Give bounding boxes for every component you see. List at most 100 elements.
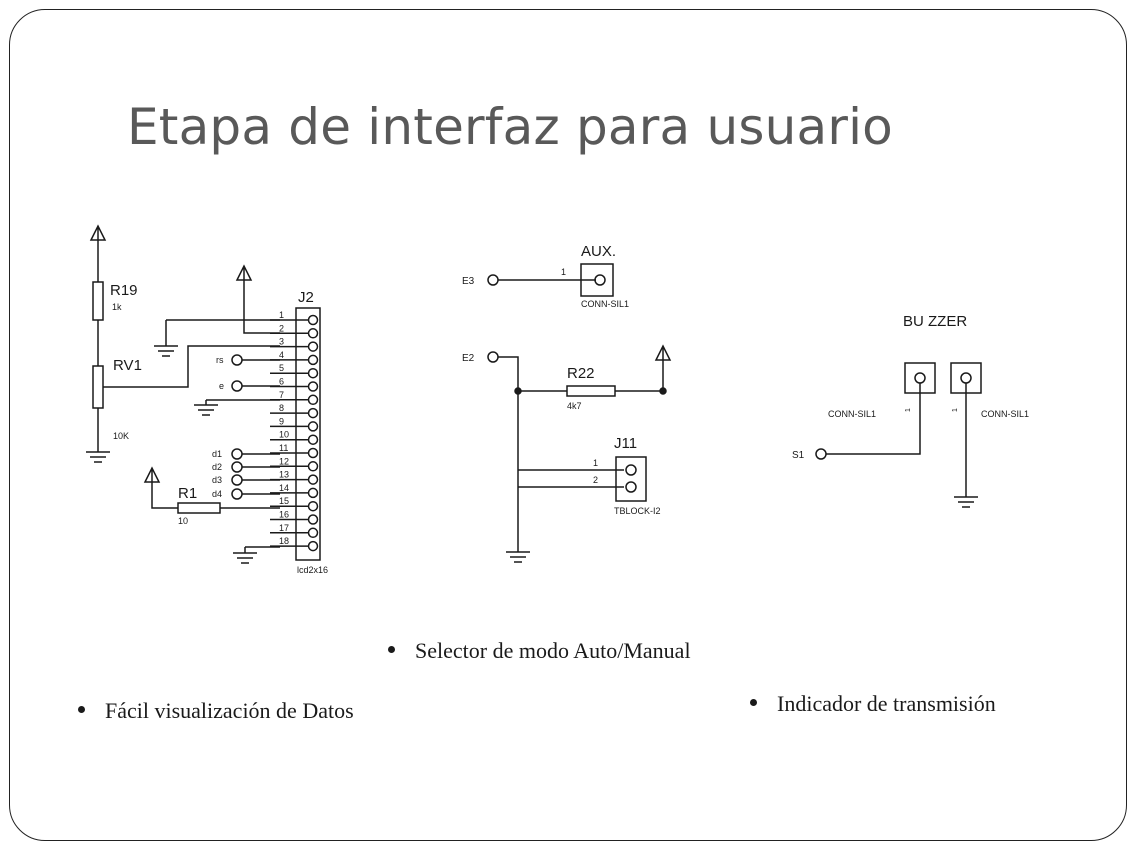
aux-pin: 1 [561,267,566,277]
j11-type: TBLOCK-I2 [614,506,661,516]
j2-pin [307,514,319,525]
j2-pin-number: 4 [279,350,284,360]
j11-pin2: 2 [593,475,598,485]
rv1-label: RV1 [113,357,142,374]
bullet-selector: Selector de modo Auto/Manual [388,638,691,664]
j2-pin [307,447,319,459]
j2-pin [307,328,319,339]
r19-label: R19 [110,282,138,299]
j2-pin-number: 12 [279,456,289,466]
j2-pin [307,500,319,512]
aux-label: AUX. [581,243,616,260]
r22-label: R22 [567,365,595,382]
rv1-potentiometer [92,365,104,409]
j2-label: J2 [298,289,314,306]
s1-label: S1 [792,450,805,461]
e3-label: E3 [462,276,475,287]
j2-pin-number: 17 [279,523,289,533]
j2-pin [307,381,319,392]
r19-value: 1k [112,302,122,312]
j2-pin [307,407,319,419]
j2-pin [307,461,319,472]
j2-pin-number: 9 [279,416,284,426]
j2-pin [307,527,319,539]
r1-resistor [177,502,221,514]
j2-pin [307,394,319,406]
j2-type: lcd2x16 [297,565,328,575]
ground-symbol [506,551,530,563]
j2-pin [307,474,319,485]
buzzer-right-type: CONN-SIL1 [981,409,1029,419]
r1-label: R1 [178,485,197,502]
j2-pin-number: 3 [279,337,284,347]
j2-pin-number: 14 [279,483,289,493]
j2-pin [307,314,319,326]
lcd-circuit [86,224,321,564]
j11-label: J11 [614,435,637,452]
j2-connector [295,307,321,561]
signal-rs: rs [216,355,224,365]
j2-pin-number: 2 [279,323,284,333]
r22-resistor [566,385,616,397]
j2-pin-number: 11 [279,443,288,453]
slide-title: Etapa de interfaz para usuario [127,98,893,156]
bullet-dot [388,646,395,654]
buzzer-pin-left: 1 [905,408,912,412]
j2-pin [307,421,319,432]
bullet-indicador-text: Indicador de transmisión [777,691,996,716]
e2-label: E2 [462,353,475,364]
buzzer-label: BU ZZER [903,313,967,330]
ground-symbol [86,451,110,463]
j2-pin-number: 16 [279,510,289,520]
j2-pin [307,341,319,352]
j2-pin-number: 10 [279,430,289,440]
j2-pin-number: 18 [279,536,289,546]
vcc-symbol [235,264,253,282]
j2-pin-number: 15 [279,496,289,506]
j2-pin-number: 1 [279,310,284,320]
j11-pin1: 1 [593,458,598,468]
signal-d1: d1 [212,449,222,459]
bullet-dot [78,706,85,714]
r1-value: 10 [178,516,188,526]
j2-pin-number: 5 [279,363,284,373]
bullet-indicador: Indicador de transmisión [750,691,996,717]
bullet-selector-text: Selector de modo Auto/Manual [415,638,691,663]
j11-terminal-block [615,456,647,502]
vcc-symbol [654,344,672,391]
j2-pin-number: 13 [279,470,289,480]
signal-d3: d3 [212,475,222,485]
j2-pin-number: 8 [279,403,284,413]
j2-pin [307,354,319,366]
signal-d4: d4 [212,489,222,499]
mode-circuit [487,263,672,563]
rv1-value: 10K [113,431,129,441]
j2-pin-number: 7 [279,390,284,400]
ground-symbol [154,345,178,357]
buzzer-pin-right: 1 [952,408,959,412]
j2-pin-number: 6 [279,377,284,387]
r19-resistor [92,281,104,321]
vcc-symbol [143,466,161,484]
bullet-visualizacion-text: Fácil visualización de Datos [105,698,354,723]
buzzer-circuit [815,362,982,508]
j2-pin [307,540,319,552]
slide-frame [9,9,1127,841]
signal-d2: d2 [212,462,222,472]
j2-pin [307,487,319,499]
ground-symbol [194,404,218,416]
aux-type: CONN-SIL1 [581,299,629,309]
vcc-symbol [89,224,107,242]
signal-e: e [219,381,224,391]
j2-pin [307,434,319,445]
j2-pin [307,367,319,379]
j2-pins [270,314,319,552]
buzzer-left-type: CONN-SIL1 [828,409,876,419]
ground-symbol [233,552,257,564]
bullet-dot [750,699,757,707]
aux-connector [580,263,614,297]
ground-symbol [954,496,978,508]
r22-value: 4k7 [567,401,582,411]
bullet-visualizacion: Fácil visualización de Datos [78,698,354,724]
